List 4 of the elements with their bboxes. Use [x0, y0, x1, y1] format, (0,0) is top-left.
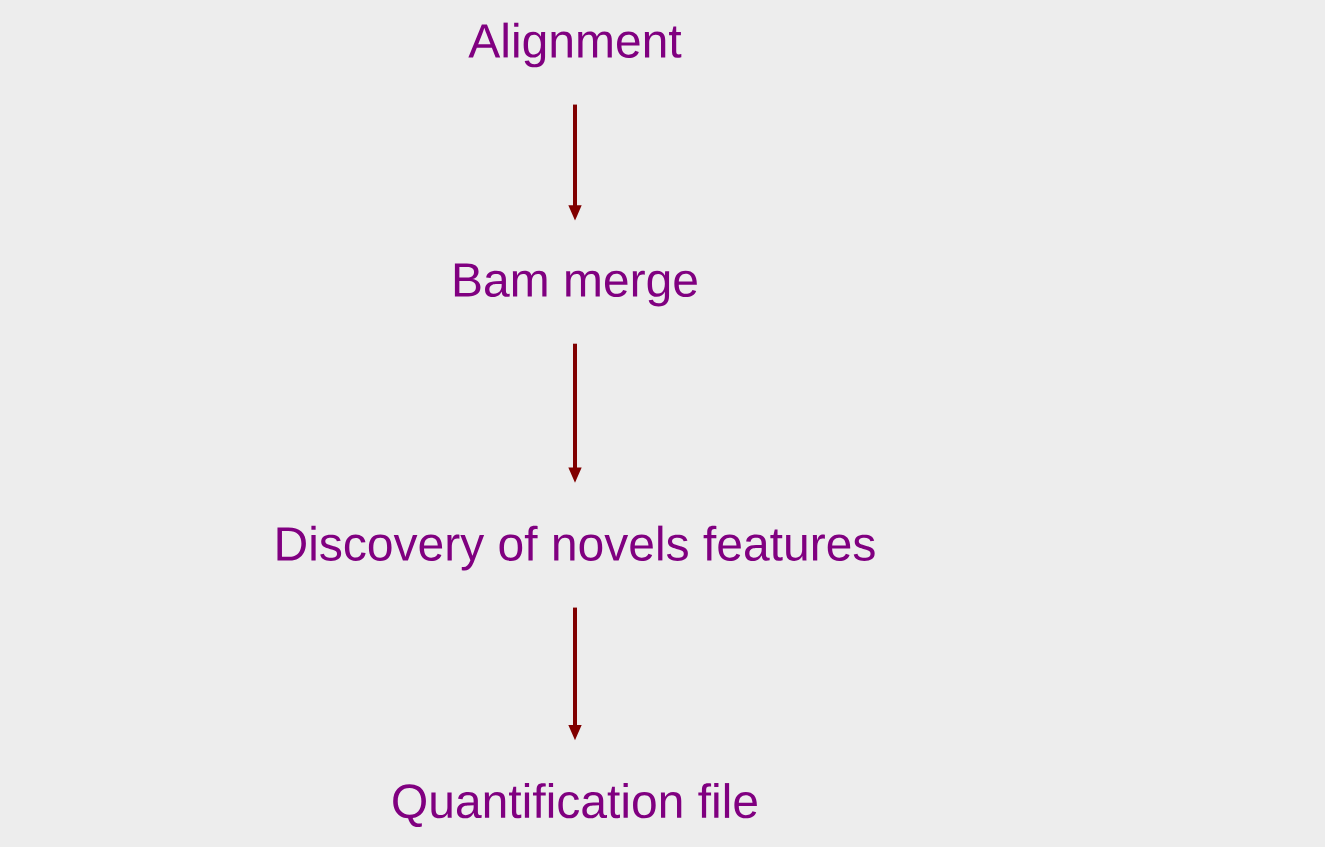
step-label: Bam merge [454, 263, 697, 307]
step-label: Quantification file [393, 783, 757, 827]
step-label: Discovery of novels features [277, 525, 875, 571]
step-label: Alignment [468, 22, 682, 68]
